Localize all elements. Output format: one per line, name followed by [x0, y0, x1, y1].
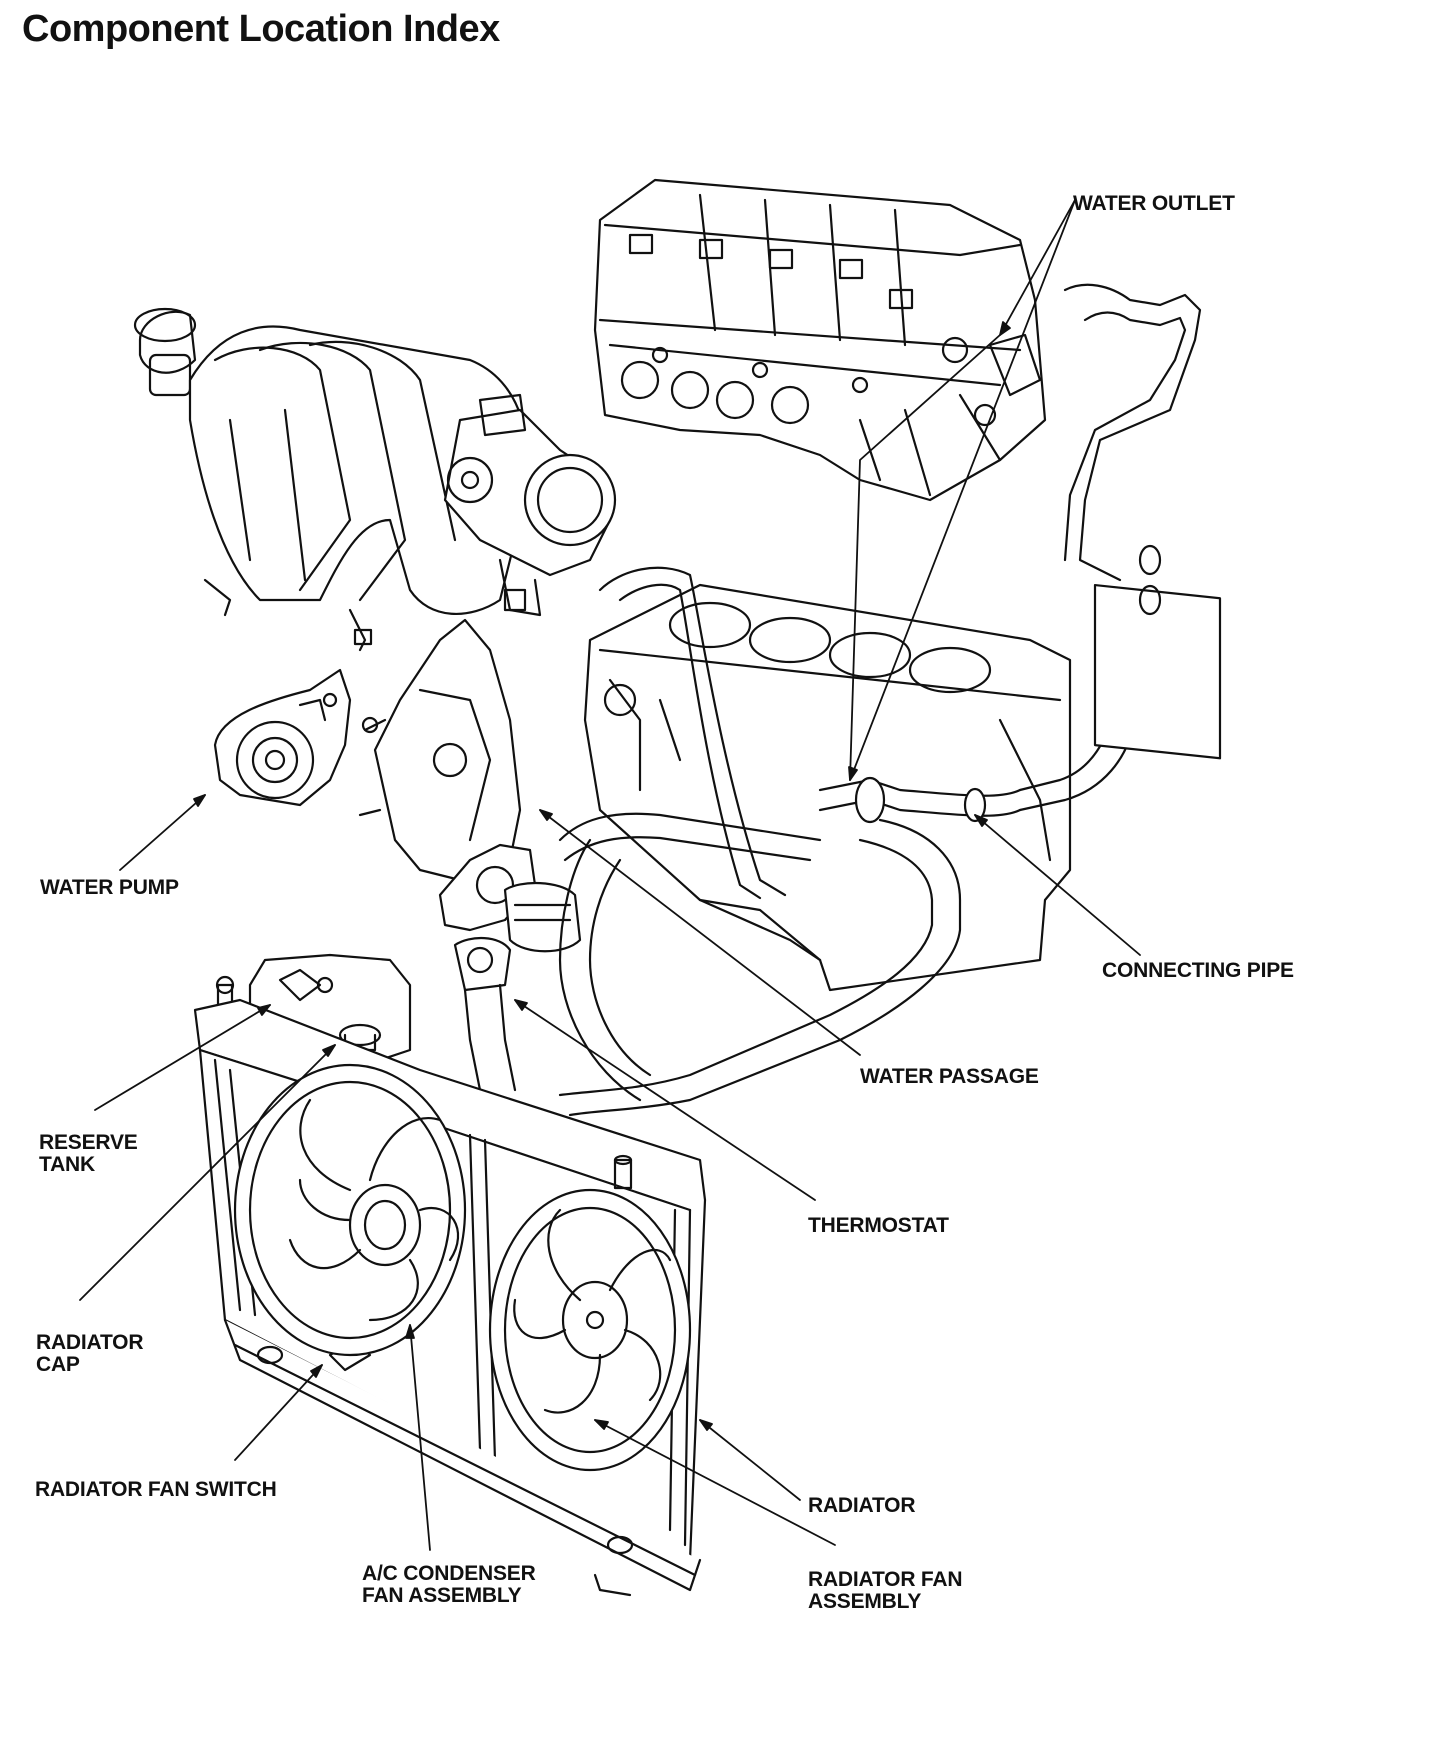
- label-ac-condenser-fan-assembly: A/C CONDENSER FAN ASSEMBLY: [362, 1562, 536, 1607]
- label-water-passage: WATER PASSAGE: [860, 1065, 1039, 1088]
- radiator-fan: [488, 1188, 692, 1472]
- ac-condenser-fan: [233, 1063, 467, 1357]
- label-radiator-fan-assembly: RADIATOR FAN ASSEMBLY: [808, 1568, 963, 1613]
- leader-lines: [79, 199, 1141, 1551]
- page-title: Component Location Index: [22, 8, 500, 50]
- label-radiator-fan-switch: RADIATOR FAN SWITCH: [35, 1478, 277, 1501]
- label-radiator-cap: RADIATOR CAP: [36, 1331, 144, 1376]
- label-water-pump: WATER PUMP: [40, 876, 179, 899]
- label-water-outlet: WATER OUTLET: [1073, 192, 1235, 215]
- label-radiator: RADIATOR: [808, 1494, 916, 1517]
- label-reserve-tank: RESERVE TANK: [39, 1131, 138, 1176]
- water-pump: [213, 668, 352, 807]
- thermostat-assembly: [438, 843, 582, 992]
- label-connecting-pipe: CONNECTING PIPE: [1102, 959, 1294, 982]
- coolant-hoses: [463, 283, 1222, 1117]
- intake-manifold: [133, 307, 529, 652]
- label-thermostat: THERMOSTAT: [808, 1214, 949, 1237]
- timing-cover: [358, 618, 522, 882]
- throttle-body: [443, 393, 617, 617]
- cylinder-head: [593, 178, 1047, 502]
